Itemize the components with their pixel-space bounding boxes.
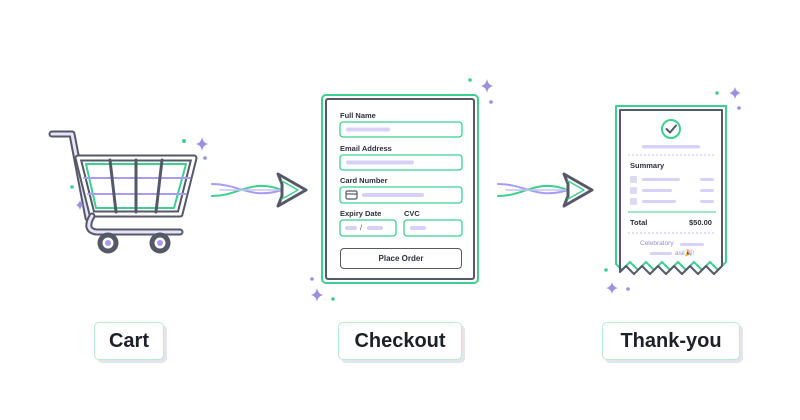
summary-label: Summary	[630, 161, 665, 170]
card-icon	[345, 190, 358, 200]
receipt-footer-line2: asil🎉!	[675, 250, 695, 257]
sparkle-dot	[203, 156, 207, 160]
checkmark-icon	[661, 119, 681, 139]
sparkle-icon	[311, 288, 323, 302]
sparkle-icon	[76, 200, 84, 210]
sparkle-dot	[489, 100, 493, 104]
shopping-cart-icon	[48, 130, 198, 254]
sparkle-dot	[737, 106, 741, 110]
card-number-label: Card Number	[340, 176, 388, 185]
total-label: Total	[630, 218, 648, 227]
sparkle-dot	[331, 297, 335, 301]
sparkle-dot	[182, 139, 186, 143]
receipt-footer-line1: Celebratory	[640, 240, 674, 247]
sparkle-icon	[196, 137, 208, 151]
sparkle-dot	[70, 185, 74, 189]
full-name-label: Full Name	[340, 111, 376, 120]
step-label-checkout: Checkout	[338, 322, 462, 360]
sparkle-dot	[468, 78, 472, 82]
receipt-card	[615, 105, 727, 275]
sparkle-dot	[604, 268, 608, 272]
sparkle-icon	[729, 87, 741, 99]
checkout-form-card	[321, 94, 479, 284]
sparkle-dot	[626, 287, 630, 291]
sparkle-dot	[715, 91, 719, 95]
step-label-cart: Cart	[94, 322, 164, 360]
total-value: $50.00	[689, 218, 712, 227]
place-order-button[interactable]: Place Order	[340, 248, 462, 269]
sparkle-dot	[310, 277, 314, 281]
arrow-icon	[211, 172, 308, 208]
expiry-separator: /	[360, 223, 363, 232]
step-label-thank-you: Thank-you	[602, 322, 740, 360]
cvc-label: CVC	[404, 209, 420, 218]
sparkle-icon	[481, 79, 493, 93]
sparkle-icon	[606, 282, 618, 294]
arrow-icon	[497, 172, 594, 208]
expiry-date-label: Expiry Date	[340, 209, 382, 218]
email-label: Email Address	[340, 144, 392, 153]
